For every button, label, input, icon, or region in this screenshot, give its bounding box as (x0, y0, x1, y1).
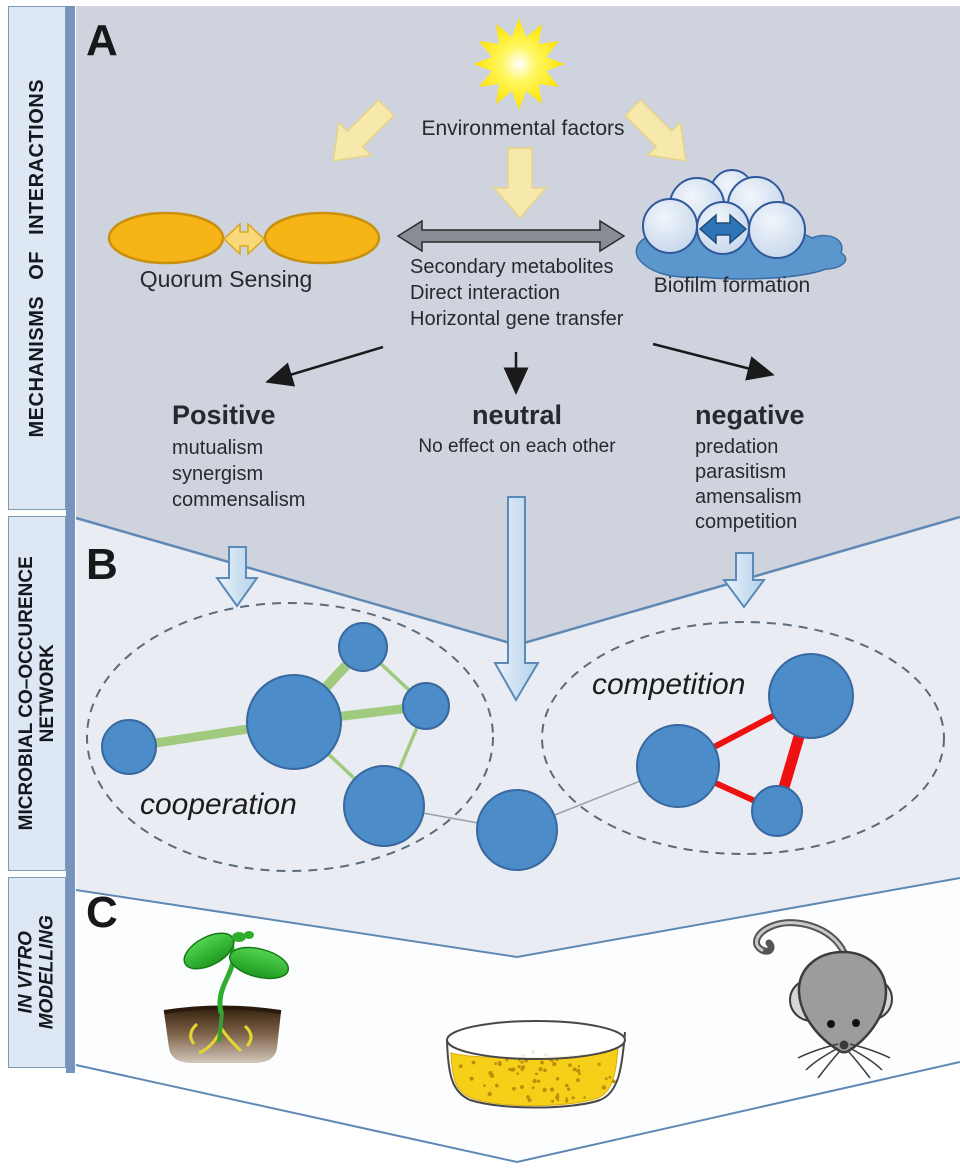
negative-title: negative (695, 400, 805, 430)
network-nodes (101, 622, 854, 871)
cooperation-label: cooperation (140, 788, 297, 821)
positive-item: commensalism (172, 489, 306, 511)
quorum-cells-icon (107, 211, 381, 265)
panel-c-letter: C (86, 888, 118, 937)
competition-label: competition (592, 668, 746, 701)
interaction-double-arrow-icon (396, 219, 626, 253)
positive-flow-arrow-icon (215, 546, 259, 608)
positive-item: synergism (172, 463, 264, 485)
mechanism-item: Direct interaction (410, 282, 561, 304)
panel-b-background (76, 517, 960, 957)
quorum-sensing-label: Quorum Sensing (139, 266, 313, 292)
sidebar-label-mechanisms: MECHANISMS OF INTERACTIONS (25, 78, 48, 438)
mouse-icon (753, 919, 893, 1079)
neutral-flow-arrow-icon (493, 496, 540, 702)
sidebar-label-network-line1: MICROBIAL CO–OCCURENCE (15, 556, 37, 831)
negative-item: parasitism (695, 461, 787, 483)
biofilm-icon (635, 169, 847, 280)
sidebar-section-invitro: IN VITRO MODELLING (8, 877, 66, 1068)
panel-a-letter: A (86, 16, 118, 65)
panel-b-letter: B (86, 540, 118, 589)
negative-flow-arrow-icon (722, 552, 766, 609)
positive-title: Positive (172, 400, 276, 430)
mechanism-item: Horizontal gene transfer (410, 308, 624, 330)
biofilm-double-arrow-icon (698, 213, 748, 245)
negative-item: competition (695, 511, 798, 533)
panel-c-bottom-line (75, 1061, 960, 1164)
neutral-subtitle: No effect on each other (418, 436, 616, 457)
sidebar-label-invitro-line2: MODELLING (37, 915, 58, 1030)
mechanisms-list: Secondary metabolites Direct interaction… (410, 254, 623, 332)
neutral-outcome-block: neutral No effect on each other (402, 400, 632, 458)
competition-ellipse (541, 621, 945, 855)
quorum-double-arrow-icon (222, 222, 266, 256)
arrow-to-positive-icon (265, 345, 384, 387)
positive-outcome-block: Positive mutualism synergism commensalis… (172, 400, 305, 513)
mechanism-item: Secondary metabolites (410, 256, 614, 278)
cooccurrence-network (86, 602, 945, 872)
env-arrow-left-icon (332, 98, 396, 162)
cooperation-ellipse (86, 602, 494, 872)
mouse-whiskers (797, 1043, 891, 1079)
sidebar-section-mechanisms: MECHANISMS OF INTERACTIONS (8, 6, 66, 510)
panel-a-background (76, 6, 960, 645)
negative-item: amensalism (695, 486, 802, 508)
arrow-to-negative-icon (652, 342, 775, 381)
environmental-factors-label: Environmental factors (421, 117, 625, 140)
biofilm-formation-label: Biofilm formation (653, 274, 811, 297)
sidebar-section-network: MICROBIAL CO–OCCURENCE NETWORK (8, 516, 66, 871)
outcome-arrows (265, 342, 775, 395)
sidebar-divider (66, 6, 75, 1073)
env-arrow-down-icon (492, 147, 548, 220)
petri-dish-icon (446, 1020, 626, 1109)
sidebar-label-network-line2: NETWORK (37, 644, 59, 743)
negative-item: predation (695, 436, 779, 458)
sidebar-label-invitro-line1: IN VITRO (15, 931, 37, 1014)
neutral-title: neutral (471, 400, 563, 430)
panel-b-c-boundary-line (75, 877, 960, 959)
plant-icon (163, 931, 290, 1063)
sun-icon (473, 18, 565, 110)
panel-c-background (76, 878, 960, 1162)
positive-item: mutualism (172, 437, 264, 459)
env-arrow-right-icon (623, 98, 687, 162)
negative-outcome-block: negative predation parasitism amensalism… (695, 400, 805, 535)
